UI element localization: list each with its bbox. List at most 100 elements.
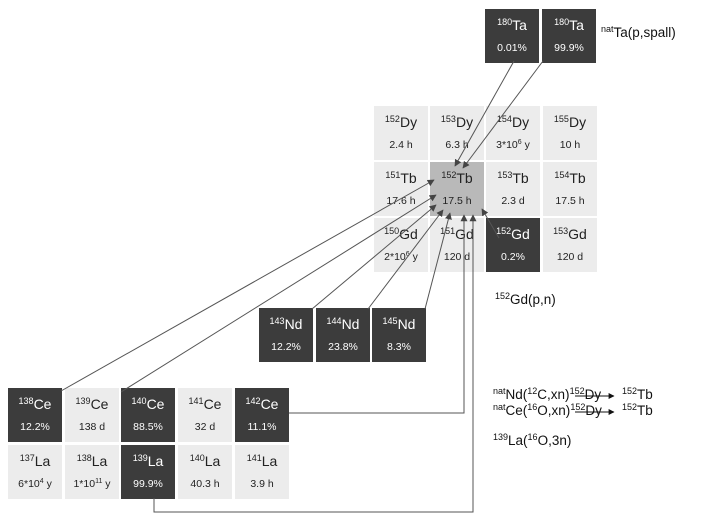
nuclide-value: 40.3 h xyxy=(190,478,220,490)
element-symbol: Ta xyxy=(512,17,527,33)
arrow-ce138-to-tb152 xyxy=(60,179,435,392)
arrow-ta180a-to-tb152 xyxy=(454,60,515,167)
element-symbol: Nd xyxy=(284,316,303,332)
cell-tb153: 153Tb 2.3 d xyxy=(486,162,540,216)
label-ce-o-xn: natCe(16O,xn)152Dy xyxy=(493,402,602,419)
element-symbol: Tb xyxy=(456,170,473,186)
element-symbol: Nd xyxy=(397,316,416,332)
nuclide-property: 23.8% xyxy=(316,341,370,354)
cell-ta180b: 180Ta 99.9% xyxy=(542,9,596,63)
nuclide-property: 1*1011 y xyxy=(65,478,119,491)
nuclide-symbol: 139Ce xyxy=(65,396,119,412)
label-la-o-3n: 139La(16O,3n) xyxy=(493,432,572,449)
element-symbol: Dy xyxy=(511,114,530,130)
nuclide-value-exponent: 4 xyxy=(39,478,44,485)
nuclide-value: 3*10 xyxy=(496,139,518,151)
nuclide-property: 3.9 h xyxy=(235,478,289,491)
nuclide-symbol: 141Ce xyxy=(178,396,232,412)
nuclide-symbol: 153Tb xyxy=(486,170,540,186)
element-symbol: La xyxy=(147,453,164,469)
nuclide-symbol: 151Tb xyxy=(374,170,428,186)
nuclide-value-exponent: 6 xyxy=(517,139,522,146)
arrow-ta180b-to-tb152 xyxy=(462,60,544,169)
nuclide-value: 6*10 xyxy=(18,478,40,490)
mass-number: 152 xyxy=(384,114,400,124)
nuclide-symbol: 180Ta xyxy=(542,17,596,33)
element-symbol: Tb xyxy=(400,170,417,186)
cell-ce140: 140Ce 88.5% xyxy=(121,388,175,442)
nuclide-property: 11.1% xyxy=(235,421,289,434)
nuclide-symbol: 142Ce xyxy=(235,396,289,412)
nuclide-symbol: 154Tb xyxy=(543,170,597,186)
mass-number: 142 xyxy=(245,396,261,406)
nuclide-symbol: 138Ce xyxy=(8,396,62,412)
nuclide-value: 23.8% xyxy=(328,341,358,353)
mass-number: 143 xyxy=(269,316,285,326)
nuclide-value: 2.3 d xyxy=(501,195,525,207)
nuclide-value-unit: y xyxy=(43,478,52,490)
cell-la139: 139La 99.9% xyxy=(121,445,175,499)
mass-number: 153 xyxy=(553,226,569,236)
nuclide-value: 17.5 h xyxy=(442,195,472,207)
mass-number: 141 xyxy=(246,453,262,463)
mass-number: 151 xyxy=(440,226,456,236)
element-symbol: Ce xyxy=(203,396,222,412)
nuclide-property: 17.5 h xyxy=(430,195,484,208)
nuclide-value: 99.9% xyxy=(133,478,163,490)
nuclide-property: 88.5% xyxy=(121,421,175,434)
nuclide-property: 99.9% xyxy=(121,478,175,491)
mass-number: 140 xyxy=(131,396,147,406)
arrow-ce142-to-tb152 xyxy=(289,214,468,414)
mass-number: 138 xyxy=(18,396,34,406)
nuclide-value: 88.5% xyxy=(133,421,163,433)
element-symbol: Ce xyxy=(260,396,279,412)
nuclide-property: 8.3% xyxy=(372,341,426,354)
nuclide-symbol: 150Gd xyxy=(374,226,428,242)
element-symbol: Ta xyxy=(569,17,584,33)
element-symbol: Dy xyxy=(455,114,474,130)
mass-number: 139 xyxy=(75,396,91,406)
nuclide-symbol: 180Ta xyxy=(485,17,539,33)
nuclide-symbol: 140La xyxy=(178,453,232,469)
nuclide-value: 1*10 xyxy=(73,478,96,490)
cell-la140: 140La 40.3 h xyxy=(178,445,232,499)
nuclide-symbol: 139La xyxy=(121,453,175,469)
nuclide-symbol: 137La xyxy=(8,453,62,469)
nuclide-symbol: 145Nd xyxy=(372,316,426,332)
nuclide-value: 17.5 h xyxy=(555,195,585,207)
nuclide-value: 120 d xyxy=(556,251,584,263)
mass-number: 155 xyxy=(553,114,569,124)
cell-tb154: 154Tb 17.5 h xyxy=(543,162,597,216)
nuclide-value: 99.9% xyxy=(554,42,584,54)
nuclide-symbol: 151Gd xyxy=(430,226,484,242)
mass-number: 145 xyxy=(382,316,398,326)
nuclide-value: 10 h xyxy=(559,139,581,151)
arrow-nd143-to-tb152 xyxy=(311,204,437,310)
mass-number: 180 xyxy=(497,17,513,27)
cell-nd143: 143Nd 12.2% xyxy=(259,308,313,362)
mass-number: 153 xyxy=(497,170,513,180)
element-symbol: La xyxy=(204,453,221,469)
nuclide-property: 6.3 h xyxy=(430,139,484,152)
nuclide-property: 40.3 h xyxy=(178,478,232,491)
label-ce-product: 152Tb xyxy=(622,402,653,419)
nuclide-property: 17.6 h xyxy=(374,195,428,208)
nuclide-value: 2.4 h xyxy=(389,139,413,151)
element-symbol: La xyxy=(261,453,278,469)
nuclide-value: 12.2% xyxy=(271,341,301,353)
mass-number: 180 xyxy=(554,17,570,27)
nuclide-symbol: 141La xyxy=(235,453,289,469)
nuclide-property: 2.3 d xyxy=(486,195,540,208)
arrow-gd152-to-tb152 xyxy=(481,208,500,239)
element-symbol: Ce xyxy=(146,396,165,412)
nuclide-symbol: 152Dy xyxy=(374,114,428,130)
mass-number: 138 xyxy=(76,453,92,463)
